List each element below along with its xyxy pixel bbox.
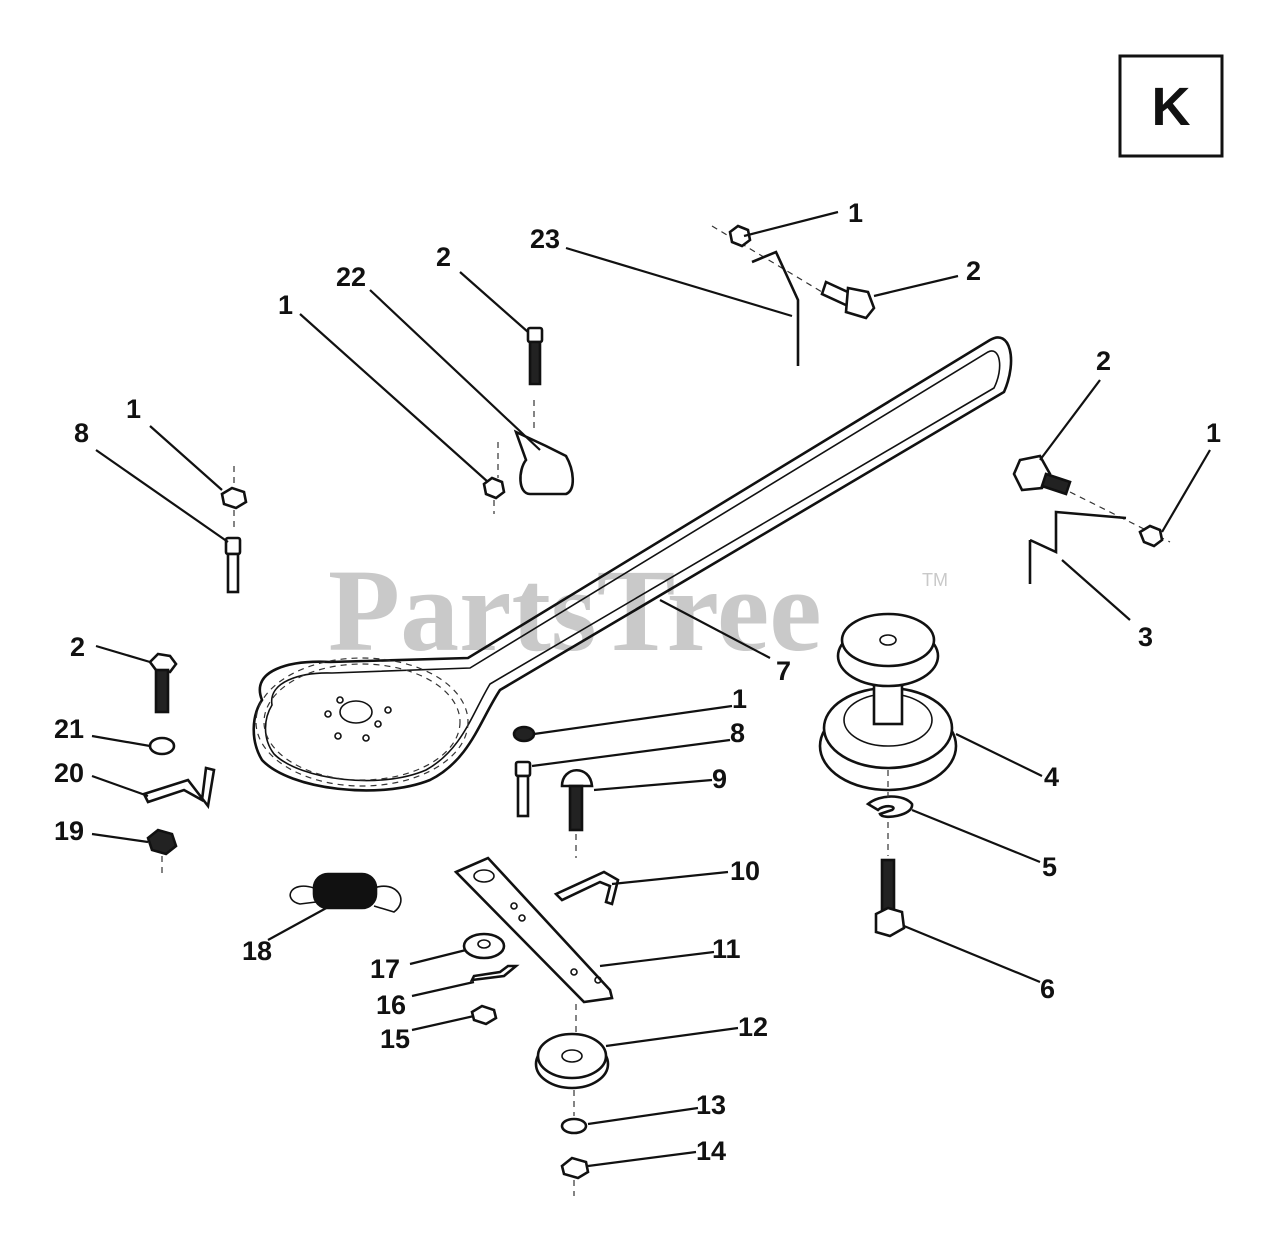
callout-label: 14 xyxy=(696,1136,726,1166)
callout-label: 8 xyxy=(730,718,745,748)
callout-label: 6 xyxy=(1040,974,1055,1004)
watermark-text: PartsTree xyxy=(328,545,822,676)
callout-label: 10 xyxy=(730,856,760,886)
callout-label: 5 xyxy=(1042,852,1057,882)
carriage-bolt-9 xyxy=(560,769,594,858)
callout-label: 21 xyxy=(54,714,84,744)
section-letter: K xyxy=(1152,77,1191,137)
leader-lines xyxy=(91,210,1211,1168)
idler-17-assembly xyxy=(462,932,520,1026)
callout-label: 1 xyxy=(732,684,747,714)
callout-label: 2 xyxy=(70,632,85,662)
callout-label: 2 xyxy=(1096,346,1111,376)
callout-label: 16 xyxy=(376,990,406,1020)
pulley-holes xyxy=(324,696,392,742)
stud-8-center xyxy=(512,725,536,818)
callout-label: 1 xyxy=(278,290,293,320)
callout-label: 22 xyxy=(336,262,366,292)
rod-23-assembly xyxy=(711,224,876,366)
callout-label: 12 xyxy=(738,1012,768,1042)
callout-label: 1 xyxy=(126,394,141,424)
watermark: PartsTree TM xyxy=(328,545,948,676)
bracket-20-assembly xyxy=(142,652,216,876)
callout-label: 15 xyxy=(380,1024,410,1054)
callout-label: 13 xyxy=(696,1090,726,1120)
callout-label: 1 xyxy=(1206,418,1221,448)
pulley-4-assembly xyxy=(818,612,958,938)
drive-belt xyxy=(252,336,1013,792)
callout-label: 17 xyxy=(370,954,400,984)
callout-label: 8 xyxy=(74,418,89,448)
callout-label: 2 xyxy=(966,256,981,286)
rod-3-assembly xyxy=(1012,454,1171,584)
bolt-top-right xyxy=(820,280,876,320)
spring-18 xyxy=(289,872,402,913)
bracket-22-assembly xyxy=(482,326,575,514)
callout-labels: 1 23 2 22 2 1 2 1 1 8 3 7 2 21 20 19 1 8… xyxy=(54,198,1221,1166)
callout-label: 4 xyxy=(1044,762,1059,792)
bracket-10 xyxy=(553,870,620,906)
callout-label: 23 xyxy=(530,224,560,254)
callout-label: 9 xyxy=(712,764,727,794)
callout-label: 7 xyxy=(776,656,791,686)
idler-arm-11 xyxy=(453,856,614,1034)
section-box: K xyxy=(1118,54,1224,158)
callout-label: 18 xyxy=(242,936,272,966)
watermark-trademark: TM xyxy=(922,570,948,590)
callout-label: 19 xyxy=(54,816,84,846)
idler-12-assembly xyxy=(534,1032,610,1196)
callout-label: 2 xyxy=(436,242,451,272)
callout-label: 1 xyxy=(848,198,863,228)
callout-label: 3 xyxy=(1138,622,1153,652)
callout-label: 11 xyxy=(712,934,741,964)
stud-8-left xyxy=(220,466,248,594)
callout-label: 20 xyxy=(54,758,84,788)
